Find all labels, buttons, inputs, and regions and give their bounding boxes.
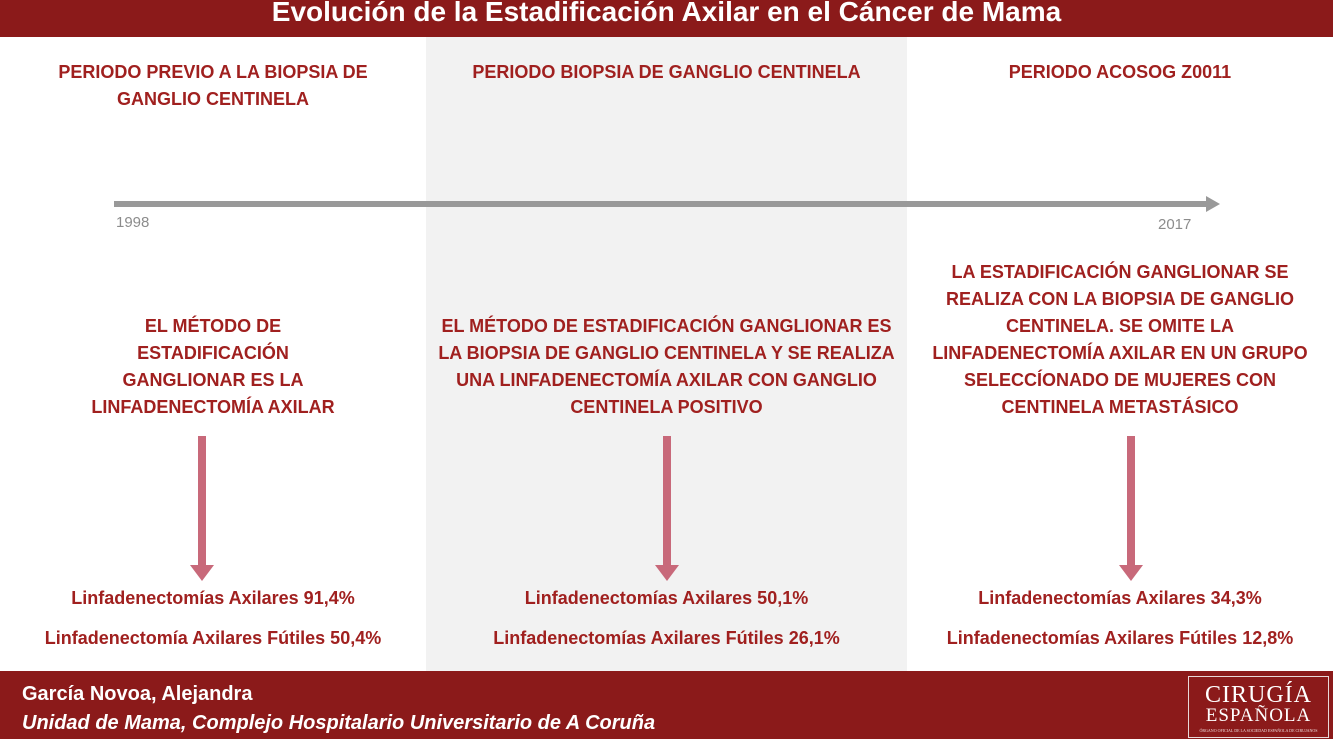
method-text: EL MÉTODO DE ESTADIFICACIÓN GANGLIONAR E… xyxy=(91,316,335,417)
timeline-arrow xyxy=(114,196,1220,212)
footer-bar: García Novoa, Alejandra Unidad de Mama, … xyxy=(0,671,1333,739)
logo-line-1: CIRUGÍA xyxy=(1205,682,1312,708)
page-title: Evolución de la Estadificación Axilar en… xyxy=(271,0,1062,27)
header-bar: Evolución de la Estadificación Axilar en… xyxy=(0,0,1333,37)
method-text: LA ESTADIFICACIÓN GANGLIONAR SE REALIZA … xyxy=(932,262,1308,417)
author-name: García Novoa, Alejandra xyxy=(22,683,253,705)
method-description: EL MÉTODO DE ESTADIFICACIÓN GANGLIONAR E… xyxy=(10,277,416,421)
period-column-3: PERIODO ACOSOG Z0011 LA ESTADIFICACIÓN G… xyxy=(907,37,1333,671)
down-arrow-icon xyxy=(1119,436,1143,581)
method-text: EL MÉTODO DE ESTADIFICACIÓN GANGLIONAR E… xyxy=(438,316,895,417)
stat-futile-lymphadenectomies: Linfadenectomías Axilares Fútiles 26,1% xyxy=(493,628,840,648)
journal-logo: CIRUGÍA ESPAÑOLA ÓRGANO OFICIAL DE LA SO… xyxy=(1188,676,1329,738)
period-title: PERIODO PREVIO A LA BIOPSIA DE GANGLIO C… xyxy=(58,62,368,109)
logo-line-2: ESPAÑOLA xyxy=(1205,705,1312,726)
period-column-2: PERIODO BIOPSIA DE GANGLIO CENTINELA EL … xyxy=(426,37,907,671)
timeline-start-year: 1998 xyxy=(116,214,150,231)
method-description: LA ESTADIFICACIÓN GANGLIONAR SE REALIZA … xyxy=(917,259,1323,421)
timeline-end-year: 2017 xyxy=(1158,216,1192,233)
stat-futile-lymphadenectomies: Linfadenectomía Axilares Fútiles 50,4% xyxy=(44,628,382,648)
method-description: EL MÉTODO DE ESTADIFICACIÓN GANGLIONAR E… xyxy=(436,277,897,421)
author-affiliation: Unidad de Mama, Complejo Hospitalario Un… xyxy=(22,712,656,734)
down-arrow-icon xyxy=(655,436,679,581)
period-title: PERIODO ACOSOG Z0011 xyxy=(1008,62,1232,82)
down-arrow-icon xyxy=(190,436,214,581)
stat-futile-lymphadenectomies: Linfadenectomías Axilares Fútiles 12,8% xyxy=(946,628,1294,648)
period-title: PERIODO BIOPSIA DE GANGLIO CENTINELA xyxy=(472,62,861,82)
stat-lymphadenectomies: Linfadenectomías Axilares 50,1% xyxy=(524,588,809,608)
stat-lymphadenectomies: Linfadenectomías Axilares 91,4% xyxy=(71,588,355,608)
logo-line-3: ÓRGANO OFICIAL DE LA SOCIEDAD ESPAÑOLA D… xyxy=(1199,728,1318,733)
stat-lymphadenectomies: Linfadenectomías Axilares 34,3% xyxy=(978,588,1262,608)
period-column-1: PERIODO PREVIO A LA BIOPSIA DE GANGLIO C… xyxy=(0,37,426,671)
